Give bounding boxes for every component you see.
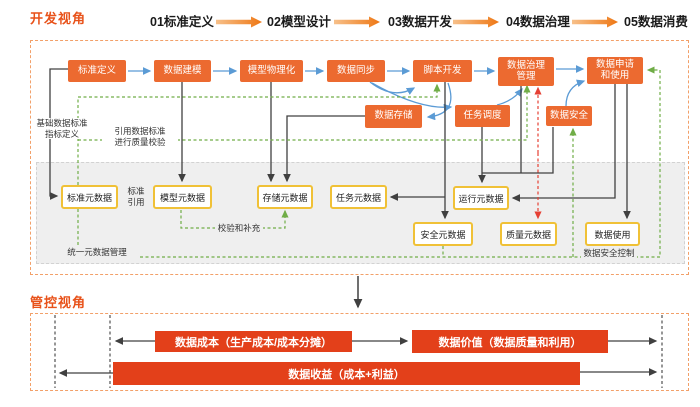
box-quality-metadata: 质量元数据: [500, 222, 557, 246]
gov-view-container: [30, 313, 689, 391]
bar-data-value: 数据价值（数据质量和利用）: [412, 330, 608, 353]
box-data-security: 数据安全: [546, 106, 592, 126]
box-data-governance-mgmt: 数据治理管理: [498, 57, 554, 86]
gov-view-title: 管控视角: [30, 295, 87, 310]
box-security-metadata: 安全元数据: [413, 222, 473, 246]
box-data-storage: 数据存储: [365, 105, 422, 128]
gov-dashed-verticals: [54, 315, 663, 388]
note-data-security-control: 数据安全控制: [581, 248, 637, 259]
note-unified-metadata-mgmt: 统一元数据管理: [56, 247, 138, 258]
box-task-scheduling: 任务调度: [455, 105, 510, 127]
stage-arrow-icons: [216, 16, 618, 28]
bar-data-cost: 数据成本（生产成本/成本分摊）: [155, 331, 352, 352]
box-task-metadata: 任务元数据: [330, 185, 387, 209]
unified-metadata-band: [36, 162, 685, 264]
dev-view-title: 开发视角: [30, 11, 87, 26]
box-standard-metadata: 标准元数据: [61, 185, 118, 209]
dev-view-container: [30, 40, 689, 275]
box-script-development: 脚本开发: [413, 60, 472, 82]
stage-data-governance: 04数据治理: [506, 15, 570, 29]
stage-data-development: 03数据开发: [388, 15, 452, 29]
box-model-physicalize: 模型物理化: [240, 60, 303, 82]
box-data-modeling: 数据建模: [154, 60, 211, 82]
note-quote-standard-quality: 引用数据标准进行质量校验: [102, 126, 178, 148]
box-data-sync: 数据同步: [327, 60, 385, 82]
box-runtime-metadata: 运行元数据: [453, 186, 509, 210]
note-base-standard-definition: 基础数据标准指标定义: [34, 118, 90, 140]
box-data-apply-use: 数据申请和使用: [587, 57, 643, 84]
black-capture-lines: [49, 68, 658, 377]
box-data-usage: 数据使用: [585, 222, 640, 246]
box-storage-metadata: 存储元数据: [257, 185, 313, 209]
bar-data-benefit: 数据收益（成本+利益）: [113, 362, 580, 385]
green-dashed-paths: [77, 66, 661, 258]
note-standard-reference: 标准引用: [127, 186, 145, 207]
box-model-metadata: 模型元数据: [153, 185, 212, 209]
box-standard-definition: 标准定义: [68, 60, 126, 82]
stage-standard-definition: 01标准定义: [150, 15, 214, 29]
stage-model-design: 02模型设计: [267, 15, 331, 29]
note-check-and-supplement: 校验和补充: [215, 223, 263, 234]
stage-data-consumption: 05数据消费: [624, 15, 688, 29]
